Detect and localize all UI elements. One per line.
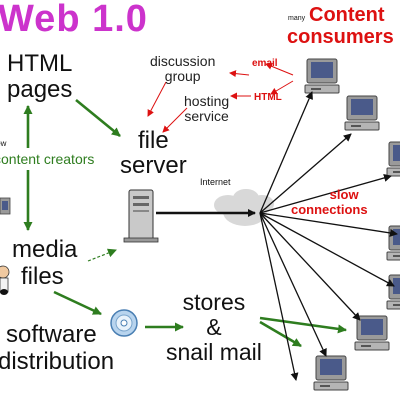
content-creator-person-icon: [0, 265, 10, 295]
arrow-internet-to-consumer: [259, 91, 313, 214]
stores-snail-mail-label: stores & snail mail: [166, 289, 262, 365]
internet-cloud-icon: [214, 189, 274, 226]
arrow-email-to-discussion: [229, 70, 250, 78]
arrow-internet-to-consumer: [259, 212, 398, 237]
file-server-icon: [123, 189, 159, 243]
hosting-service-label: hosting service: [184, 93, 230, 124]
arrow-stores-to-consumers: [259, 320, 302, 348]
many-label: many: [288, 15, 306, 22]
arrow-media-to-software: [53, 290, 102, 316]
html-pages-label: HTML pages: [7, 50, 73, 103]
internet-label: Internet: [200, 177, 231, 187]
email-label: email: [252, 58, 278, 69]
arrow-discussion-to-server: [147, 81, 167, 117]
arrow-internet-to-consumer: [259, 212, 395, 287]
arrow-html-pages-to-file-server: [75, 98, 121, 138]
cd-disc-icon: [110, 309, 138, 337]
arrow-internet-to-consumer: [259, 174, 392, 214]
arrow-media-files-to-file-server: [87, 248, 117, 262]
creator-computer-icon: [0, 197, 11, 215]
arrow-internet-to-consumer: [259, 212, 299, 381]
few-label: few: [0, 139, 7, 148]
arrow-internet-to-consumer: [259, 212, 361, 321]
arrow-consumer-email: [265, 63, 294, 76]
html-protocol-label: HTML: [254, 92, 282, 103]
arrow-hosting-to-server: [162, 107, 188, 133]
arrow-stores-to-consumers: [259, 316, 347, 334]
media-files-label: media files: [12, 236, 78, 290]
content-creators-label: content creators: [0, 151, 95, 167]
arrow-internet-to-consumer: [259, 133, 352, 214]
diagram-title: Web 1.0: [0, 0, 148, 40]
content-consumers-label: Content consumers: [287, 4, 394, 48]
arrow-internet-to-consumer: [259, 212, 327, 357]
software-distribution-label: software distribution: [0, 321, 115, 375]
arrow-consumer-html: [270, 80, 294, 95]
file-server-label: file server: [120, 127, 187, 179]
discussion-group-label: discussion group: [150, 53, 216, 84]
slow-connections-label: slow connections: [291, 187, 368, 217]
